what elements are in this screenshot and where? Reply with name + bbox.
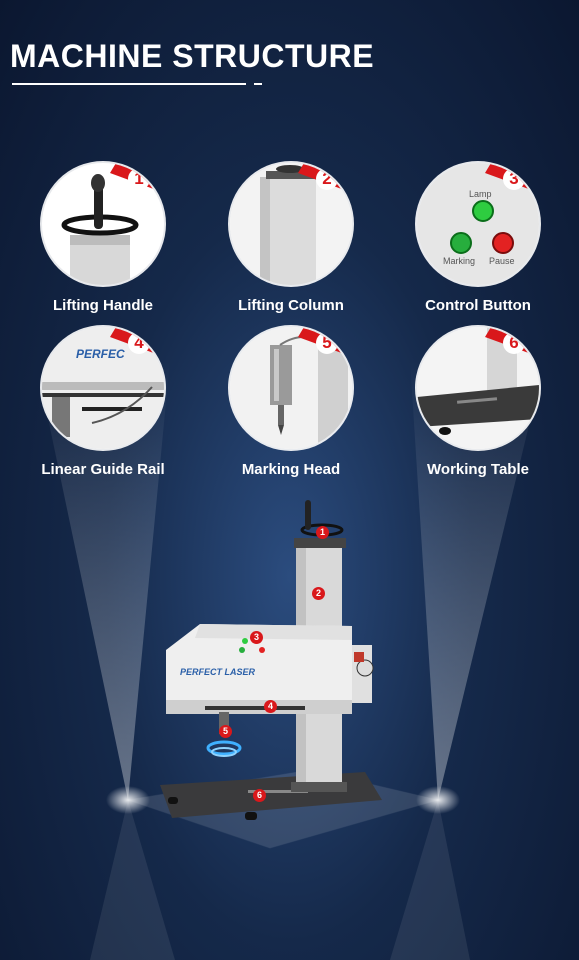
machine-marker-3: 3 bbox=[250, 631, 263, 644]
linear-guide-rail-label: Linear Guide Rail bbox=[41, 461, 165, 478]
working-table-image: 6 bbox=[417, 327, 539, 449]
badge-number: 6 bbox=[503, 332, 525, 354]
pause-label: Pause bbox=[489, 256, 515, 266]
lifting-column-label: Lifting Column bbox=[238, 297, 344, 314]
badge-number: 4 bbox=[128, 332, 150, 354]
lifting-column-image: 2 bbox=[230, 163, 352, 285]
lamp-label: Lamp bbox=[469, 189, 492, 199]
feature-lifting-column: 2 Lifting Column bbox=[201, 163, 381, 314]
feature-control-button: Lamp Marking Pause 3 Control Button bbox=[388, 163, 568, 314]
badge-number: 1 bbox=[128, 168, 150, 190]
linear-guide-rail-image: PERFEC 4 bbox=[42, 327, 164, 449]
marking-head-image: 5 bbox=[230, 327, 352, 449]
feature-marking-head: 5 Marking Head bbox=[201, 327, 381, 478]
machine-marker-2: 2 bbox=[312, 587, 325, 600]
control-button-label: Control Button bbox=[425, 297, 531, 314]
badge-number: 3 bbox=[503, 168, 525, 190]
title-dash bbox=[254, 83, 262, 85]
brand-logo-partial: PERFEC bbox=[76, 347, 125, 361]
lifting-handle-label: Lifting Handle bbox=[53, 297, 153, 314]
machine-marker-6: 6 bbox=[253, 789, 266, 802]
page-title: MACHINE STRUCTURE bbox=[10, 38, 375, 74]
machine-marker-5: 5 bbox=[219, 725, 232, 738]
badge-number: 2 bbox=[316, 168, 338, 190]
machine-marker-4: 4 bbox=[264, 700, 277, 713]
title-underline bbox=[12, 83, 246, 85]
machine-brand-logo: PERFECT LASER bbox=[180, 667, 256, 677]
feature-lifting-handle: 1 Lifting Handle bbox=[13, 163, 193, 314]
machine-marker-1: 1 bbox=[316, 526, 329, 539]
feature-linear-guide-rail: PERFEC 4 Linear Guide Rail bbox=[13, 327, 193, 478]
marking-head-label: Marking Head bbox=[241, 461, 341, 478]
working-table-label: Working Table bbox=[427, 461, 529, 478]
badge-number: 5 bbox=[316, 332, 338, 354]
lifting-handle-image: 1 bbox=[42, 163, 164, 285]
marking-label: Marking bbox=[443, 256, 476, 266]
feature-working-table: 6 Working Table bbox=[388, 327, 568, 478]
control-button-image: Lamp Marking Pause 3 bbox=[417, 163, 539, 285]
